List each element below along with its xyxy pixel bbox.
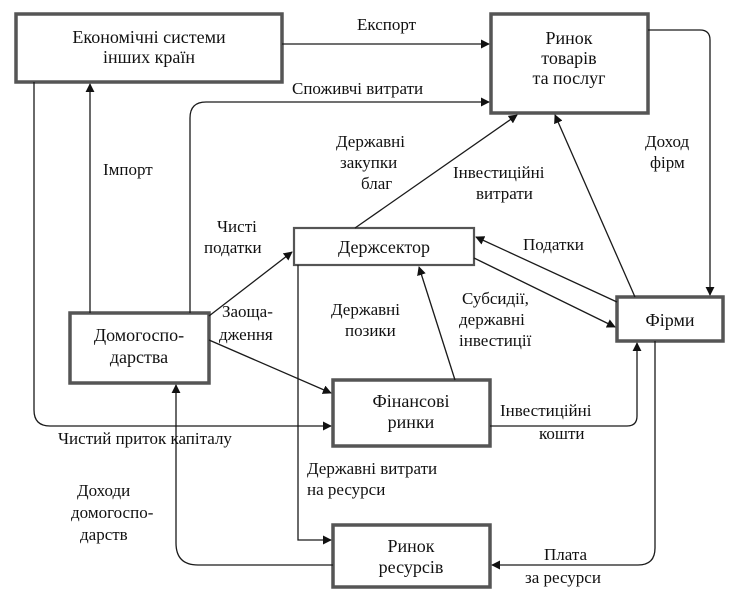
gov-borrowing-label-line2: позики — [345, 321, 396, 340]
government-sector-node: Держсектор — [292, 226, 476, 267]
foreign-economies-node: Економічні системи інших країн — [14, 12, 284, 84]
firm-revenue-label-line1: Доход — [645, 132, 690, 151]
consumer-spending-label: Споживчі витрати — [292, 79, 423, 98]
net-capital-inflow-arrow — [33, 82, 332, 431]
resource-payment-label-line2: за ресурси — [525, 568, 601, 587]
financial-markets-node: Фінансові ринки — [331, 378, 492, 448]
household-income-label-line1: Доходи — [77, 481, 130, 500]
resource-payment-label-line1: Плата — [544, 545, 588, 564]
subsidies-label-line2: державні — [459, 310, 525, 329]
firms-label: Фірми — [646, 310, 695, 330]
resource-payment-arrow — [491, 341, 656, 570]
gov-purchases-label-line2: закупки — [340, 153, 397, 172]
export-label: Експорт — [357, 15, 417, 34]
government-purchases-arrow — [354, 114, 518, 229]
firm-revenue-label-line2: фірм — [650, 153, 685, 172]
investment-spending-label-line2: витрати — [476, 184, 533, 203]
net-taxes-arrow — [208, 251, 293, 317]
investment-spending-arrow — [554, 114, 636, 298]
household-income-label-line3: дарств — [80, 525, 128, 544]
subsidies-arrow — [473, 257, 616, 328]
financial-markets-label-line2: ринки — [388, 412, 435, 432]
subsidies-label-line1: Субсидії, — [462, 289, 529, 308]
firm-revenue-arrow — [648, 29, 715, 296]
investment-spending-label-line1: Інвестиційні — [453, 163, 545, 182]
foreign-economies-label-line1: Економічні системи — [72, 27, 226, 47]
households-node: Домогоспо- дарства — [68, 311, 211, 385]
resource-market-node: Ринок ресурсів — [331, 523, 492, 589]
gov-borrowing-label-line1: Державні — [331, 300, 400, 319]
households-label-line1: Домогоспо- — [94, 325, 184, 345]
government-resource-spending-arrow — [297, 265, 332, 545]
gov-purchases-label-line3: благ — [361, 174, 392, 193]
investment-funds-label-line2: кошти — [539, 424, 585, 443]
investment-funds-arrow — [490, 342, 642, 427]
gov-resource-spending-label-line1: Державні витрати — [307, 459, 437, 478]
foreign-economies-label-line2: інших країн — [103, 47, 195, 67]
consumer-spending-arrow — [189, 97, 490, 313]
taxes-label: Податки — [523, 235, 584, 254]
resource-market-label-line1: Ринок — [387, 536, 434, 556]
investment-funds-label-line1: Інвестиційні — [500, 401, 592, 420]
savings-label-line1: Заоща- — [222, 302, 273, 321]
financial-markets-label-line1: Фінансові — [373, 391, 450, 411]
net-taxes-label-line2: податки — [204, 238, 262, 257]
subsidies-label-line3: інвестиції — [459, 331, 532, 350]
goods-services-market-node: Ринок товарів та послуг — [489, 12, 650, 115]
goods-market-label-line2: товарів — [541, 48, 596, 68]
taxes-arrow — [475, 236, 618, 303]
household-income-label-line2: домогоспо- — [71, 503, 154, 522]
households-label-line2: дарства — [110, 347, 168, 367]
resource-market-label-line2: ресурсів — [379, 557, 444, 577]
net-taxes-label-line1: Чисті — [217, 217, 257, 236]
savings-label-line2: дження — [219, 325, 273, 344]
firms-node: Фірми — [615, 295, 725, 343]
gov-purchases-label-line1: Державні — [336, 132, 405, 151]
gov-resource-spending-label-line2: на ресурси — [307, 480, 385, 499]
goods-market-label-line3: та послуг — [532, 68, 605, 88]
savings-arrow — [208, 339, 332, 394]
government-sector-label: Держсектор — [338, 237, 430, 257]
government-borrowing-arrow — [417, 266, 456, 381]
household-income-arrow — [171, 384, 333, 566]
import-label: Імпорт — [103, 160, 153, 179]
goods-market-label-line1: Ринок — [545, 28, 592, 48]
net-capital-inflow-label: Чистий приток капіталу — [58, 429, 232, 448]
